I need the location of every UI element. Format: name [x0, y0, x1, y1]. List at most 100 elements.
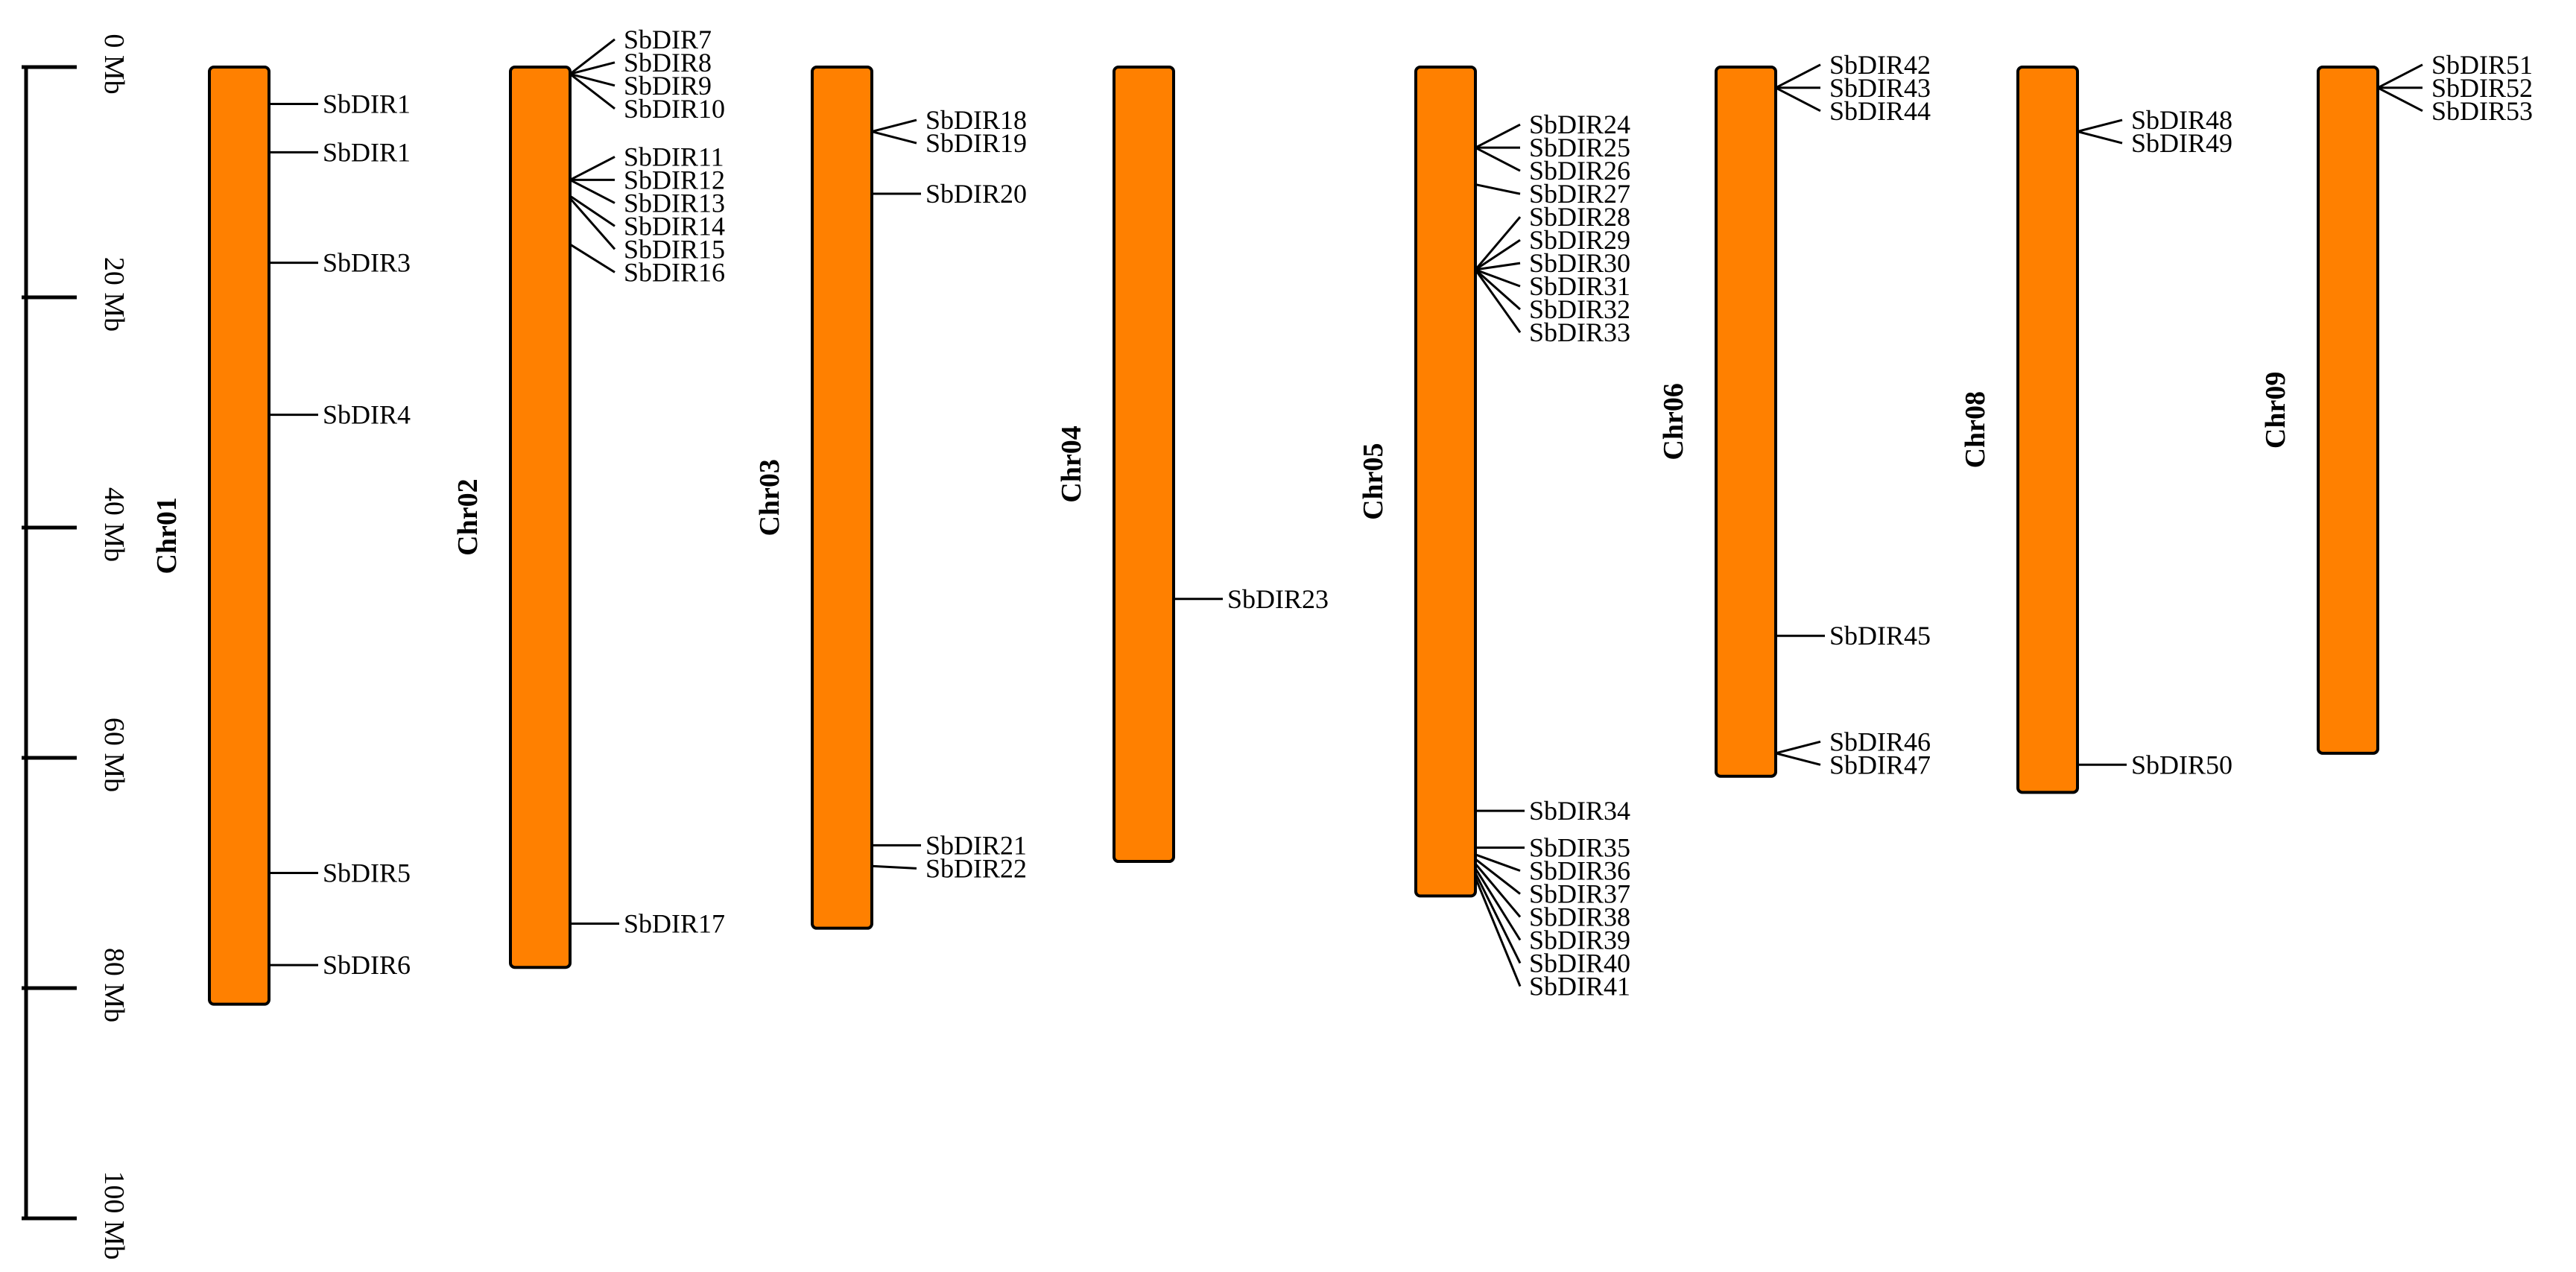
- gene-label: SbDIR3: [323, 248, 411, 278]
- scale-tick-label: 60 Mb: [98, 718, 130, 792]
- gene-label: SbDIR27: [1529, 179, 1630, 209]
- gene-label: SbDIR1: [323, 137, 411, 167]
- gene-marker-line: [2377, 63, 2423, 89]
- gene-marker-line: [569, 197, 616, 250]
- gene-label: SbDIR23: [1227, 584, 1329, 614]
- gene-label: SbDIR48: [2131, 105, 2232, 135]
- gene-label: SbDIR34: [1529, 796, 1630, 826]
- gene-label: SbDIR1: [323, 89, 411, 118]
- gene-label: SbDIR25: [1529, 133, 1630, 162]
- chromosome-label: Chr06: [1658, 383, 1689, 460]
- gene-marker-line: [2077, 118, 2123, 133]
- gene-marker-line: [1475, 853, 1521, 872]
- gene-marker-line: [1474, 877, 1522, 987]
- gene-marker-line: [569, 179, 615, 204]
- chromosome-label: Chr04: [1056, 425, 1087, 502]
- gene-label: SbDIR13: [624, 188, 725, 218]
- gene-label: SbDIR43: [1829, 73, 1931, 103]
- gene-label: SbDIR35: [1529, 833, 1630, 863]
- gene-label: SbDIR31: [1529, 271, 1630, 301]
- gene-marker-line: [871, 130, 917, 145]
- gene-label: SbDIR5: [323, 858, 411, 888]
- gene-marker-line: [1475, 858, 1521, 895]
- gene-label: SbDIR18: [925, 105, 1027, 135]
- chromosome-group: Chr01SbDIR1SbDIR1SbDIR3SbDIR4SbDIR5SbDIR…: [151, 25, 2533, 1006]
- gene-label: SbDIR50: [2131, 750, 2232, 779]
- gene-marker-line: [569, 73, 615, 110]
- gene-label: SbDIR14: [624, 211, 725, 241]
- gene-label: SbDIR21: [925, 830, 1027, 860]
- chromosome-label: Chr08: [1960, 391, 1991, 468]
- gene-marker-line: [2077, 130, 2123, 145]
- gene-marker-line: [1474, 872, 1522, 964]
- chromosome-bar: [208, 66, 270, 1006]
- gene-marker-line: [1474, 269, 1522, 334]
- gene-label: SbDIR4: [323, 400, 411, 430]
- gene-label: SbDIR36: [1529, 856, 1630, 886]
- gene-label: SbDIR11: [624, 142, 724, 171]
- scale-tick-label: 40 Mb: [98, 487, 130, 562]
- chromosome-bar: [2317, 66, 2379, 755]
- gene-label: SbDIR10: [624, 94, 725, 124]
- chromosome-bar: [509, 66, 572, 969]
- gene-label: SbDIR8: [624, 48, 712, 77]
- gene-marker-line: [871, 864, 917, 870]
- chromosome-chr02: Chr02SbDIR7SbDIR8SbDIR9SbDIR10SbDIR11SbD…: [452, 25, 725, 969]
- gene-label: SbDIR45: [1829, 621, 1931, 651]
- gene-marker-line: [569, 156, 615, 181]
- gene-marker-line: [1474, 216, 1522, 270]
- gene-label: SbDIR20: [925, 179, 1027, 209]
- gene-label: SbDIR16: [624, 257, 725, 287]
- gene-label: SbDIR53: [2431, 96, 2533, 126]
- gene-label: SbDIR42: [1829, 50, 1931, 80]
- chromosome-label: Chr02: [452, 478, 484, 555]
- gene-label: SbDIR9: [624, 71, 712, 101]
- gene-marker-line: [1475, 183, 1521, 195]
- gene-label: SbDIR51: [2431, 50, 2533, 80]
- gene-marker-line: [1475, 238, 1521, 271]
- gene-marker-line: [1474, 867, 1522, 941]
- gene-label: SbDIR19: [925, 128, 1027, 158]
- gene-label: SbDIR6: [323, 950, 411, 980]
- gene-marker-line: [1475, 262, 1521, 271]
- gene-marker-line: [569, 38, 615, 75]
- chromosome-label: Chr01: [151, 497, 183, 574]
- gene-marker-line: [1775, 752, 1821, 766]
- gene-label: SbDIR41: [1529, 972, 1630, 1002]
- scale-tick-label: 20 Mb: [98, 257, 130, 332]
- chromosome-label: Chr09: [2260, 372, 2291, 449]
- gene-label: SbDIR7: [624, 25, 712, 54]
- gene-label: SbDIR12: [624, 165, 725, 194]
- gene-label: SbDIR32: [1529, 294, 1630, 324]
- chromosome-label: Chr03: [754, 459, 785, 536]
- gene-label: SbDIR39: [1529, 925, 1630, 955]
- gene-label: SbDIR33: [1529, 317, 1630, 347]
- gene-marker-line: [1775, 63, 1821, 89]
- gene-label: SbDIR47: [1829, 750, 1931, 779]
- chromosome-bar: [1715, 66, 1777, 778]
- gene-label: SbDIR22: [925, 853, 1027, 883]
- gene-marker-line: [1775, 740, 1821, 755]
- gene-marker-line: [1475, 268, 1521, 311]
- gene-label: SbDIR28: [1529, 202, 1630, 232]
- gene-marker-line: [1474, 863, 1522, 918]
- chromosome-bar: [811, 66, 873, 930]
- gene-label: SbDIR46: [1829, 727, 1931, 756]
- scale-tick-label: 100 Mb: [98, 1171, 130, 1259]
- chromosome-chr06: Chr06SbDIR42SbDIR43SbDIR44SbDIR45SbDIR46…: [1658, 50, 1931, 780]
- gene-marker-line: [569, 61, 615, 75]
- chromosome-bar: [1414, 66, 1477, 898]
- gene-label: SbDIR26: [1529, 156, 1630, 186]
- gene-marker-line: [1775, 86, 1821, 113]
- gene-marker-line: [1475, 268, 1521, 288]
- scale-tick-label: 80 Mb: [98, 948, 130, 1022]
- gene-label: SbDIR37: [1529, 879, 1630, 909]
- chromosome-chr01: Chr01SbDIR1SbDIR1SbDIR3SbDIR4SbDIR5SbDIR…: [151, 66, 411, 1006]
- gene-label: SbDIR52: [2431, 73, 2533, 103]
- gene-label: SbDIR29: [1529, 225, 1630, 255]
- gene-marker-line: [569, 194, 615, 227]
